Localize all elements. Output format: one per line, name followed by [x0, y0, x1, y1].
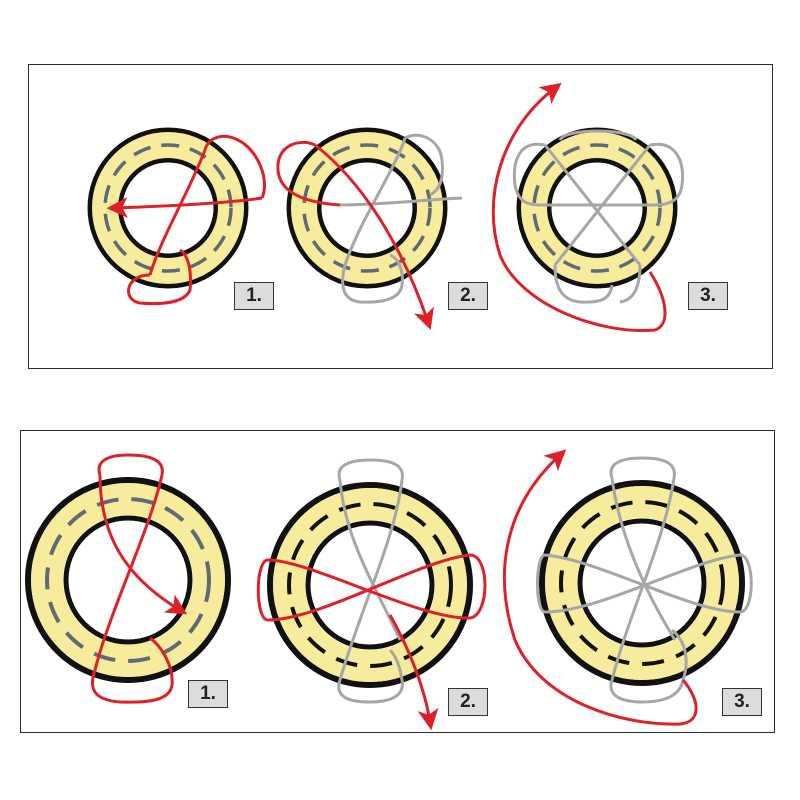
bottom-step-2-label: 2.: [448, 688, 488, 716]
top-thread-3-done: [512, 129, 685, 304]
top-step-2-label: 2.: [448, 282, 488, 310]
bottom-step-3-label: 3.: [722, 688, 762, 716]
top-ring-3: [516, 127, 678, 289]
bottom-ring-2: [267, 482, 473, 688]
bottom-thread-2-done: [337, 458, 404, 704]
top-thread-2-done: [339, 133, 463, 304]
top-step-1-label: 1.: [234, 282, 274, 310]
top-thread-1: [106, 134, 266, 306]
bottom-ring-1: [25, 477, 231, 683]
bottom-ring-3: [539, 480, 745, 686]
bottom-thread-3-active: [502, 449, 698, 726]
bottom-thread-3-done: [536, 456, 753, 704]
bottom-step-1-label: 1.: [188, 680, 228, 708]
top-ring-2: [286, 127, 448, 289]
top-ring-1: [87, 127, 249, 289]
bottom-thread-1: [90, 453, 188, 704]
bottom-thread-2-active: [256, 553, 487, 731]
top-thread-3-active: [491, 82, 667, 333]
top-step-3-label: 3.: [688, 282, 728, 310]
top-thread-2-active: [276, 140, 434, 330]
